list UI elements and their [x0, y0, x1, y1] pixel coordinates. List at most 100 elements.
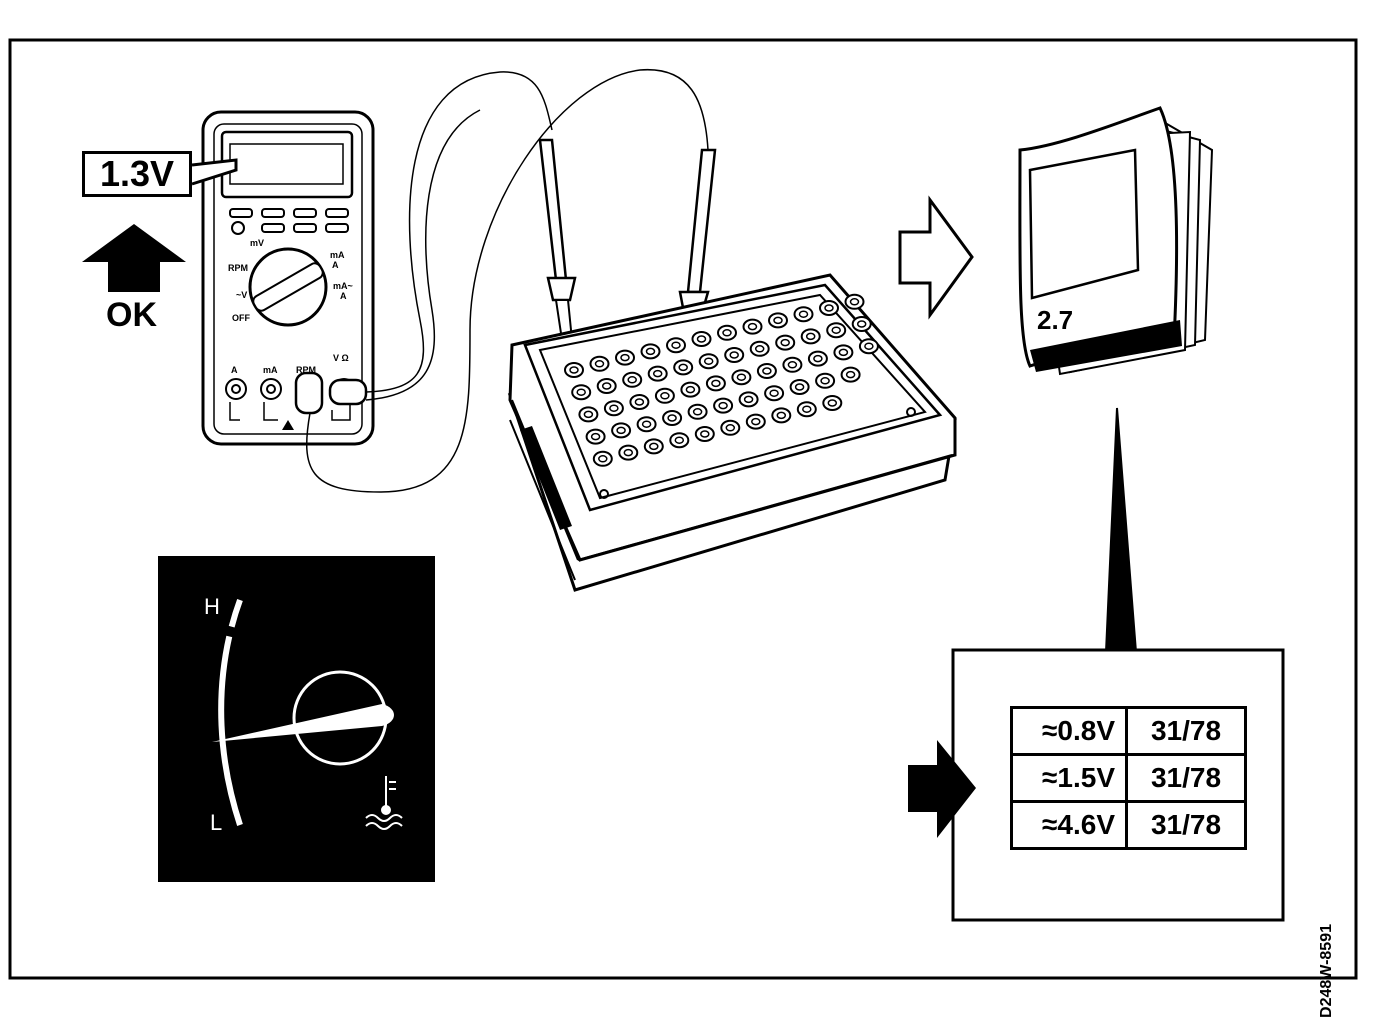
- breakout-socket: [731, 369, 752, 386]
- dial-label-mv: mV: [250, 238, 264, 248]
- breakout-socket-hole: [780, 338, 790, 347]
- breakout-socket-hole: [576, 388, 586, 396]
- breakout-socket-hole: [627, 376, 637, 384]
- jack-label-ma: mA: [263, 365, 278, 375]
- voltage-cell: ≈4.6V: [1010, 800, 1128, 850]
- breakout-socket-hole: [856, 320, 867, 328]
- breakout-socket-hole: [671, 341, 681, 349]
- code-cell: 31/78: [1125, 800, 1247, 850]
- breakout-socket-hole: [820, 377, 830, 385]
- breakout-socket: [640, 343, 661, 360]
- breakout-socket: [673, 359, 694, 376]
- breakout-socket: [789, 379, 810, 395]
- meter-buttons: [229, 208, 349, 235]
- manual-callout-pointer: [1104, 407, 1138, 653]
- breakout-socket: [745, 413, 766, 430]
- breakout-socket-hole: [583, 410, 594, 419]
- breakout-socket-hole: [762, 367, 772, 375]
- breakout-box: [507, 273, 957, 592]
- breakout-socket: [822, 395, 843, 411]
- breakout-socket-hole: [838, 348, 849, 357]
- breakout-socket-hole: [598, 455, 608, 463]
- test-leads: [294, 69, 709, 493]
- breakout-socket-hole: [660, 392, 670, 400]
- breakout-socket: [815, 372, 836, 389]
- figure-frame: [8, 38, 1358, 980]
- breakout-socket-hole: [616, 426, 626, 435]
- jack-label-rpm: RPM: [296, 365, 316, 375]
- breakout-socket-hole: [634, 398, 645, 406]
- breakout-socket: [585, 428, 606, 445]
- breakout-socket-hole: [623, 448, 634, 457]
- breakout-socket-hole: [652, 369, 663, 378]
- breakout-socket-hole: [813, 354, 823, 363]
- breakout-socket-hole: [802, 405, 812, 413]
- coolant-temp-icon: [365, 776, 403, 830]
- breakout-socket-hole: [751, 417, 761, 426]
- breakout-socket-hole: [609, 404, 619, 412]
- breakout-socket-hole: [794, 383, 805, 391]
- breakout-socket-hole: [729, 351, 739, 359]
- breakout-socket: [592, 450, 613, 467]
- breakout-socket-hole: [641, 420, 652, 428]
- breakout-socket-hole: [692, 408, 703, 416]
- breakout-socket-hole: [620, 353, 630, 362]
- breakout-socket: [819, 300, 839, 316]
- breakout-socket: [666, 337, 686, 354]
- breakout-socket-hole: [787, 361, 798, 369]
- breakout-socket: [578, 406, 599, 423]
- breakout-socket: [771, 407, 792, 424]
- voltage-results-table: ≈0.8V 31/78 ≈1.5V 31/78 ≈4.6V 31/78: [1010, 706, 1247, 850]
- breakout-socket-hole: [667, 414, 677, 422]
- code-cell: 31/78: [1125, 706, 1247, 756]
- breakout-socket-hole: [703, 357, 714, 365]
- breakout-socket: [691, 331, 712, 347]
- breakout-socket: [782, 356, 803, 373]
- dial-label-ma: mA: [330, 250, 345, 260]
- voltage-cell: ≈0.8V: [1010, 706, 1128, 756]
- breakout-socket: [629, 394, 650, 410]
- gauge-low-label: L: [210, 810, 223, 835]
- breakout-socket-hole: [827, 399, 838, 407]
- dial-label-v: ~V: [236, 290, 247, 300]
- service-manual: [1018, 106, 1214, 376]
- breakout-socket: [844, 293, 865, 310]
- dial-label-a-bottom: A: [340, 291, 347, 301]
- breakout-socket: [618, 444, 639, 461]
- breakout-socket-hole: [590, 432, 601, 441]
- breakout-socket-hole: [685, 385, 696, 394]
- breakout-socket: [742, 318, 763, 335]
- breakout-socket-hole: [845, 370, 856, 379]
- breakout-socket-hole: [711, 379, 721, 388]
- table-row: ≈1.5V 31/78: [1010, 753, 1247, 803]
- breakout-socket: [589, 355, 610, 372]
- ok-up-arrow-icon: [82, 224, 186, 292]
- breakout-socket-hole: [736, 373, 747, 381]
- breakout-socket-hole: [864, 342, 874, 350]
- breakout-socket-hole: [849, 298, 860, 306]
- breakout-socket: [603, 400, 624, 417]
- breakout-socket: [611, 422, 632, 439]
- breakout-socket: [749, 340, 770, 357]
- breakout-socket: [647, 365, 668, 382]
- dial-label-a: A: [332, 260, 339, 270]
- breakout-socket: [680, 381, 701, 398]
- breakout-socket-hole: [674, 436, 685, 444]
- breakout-socket-hole: [594, 360, 605, 368]
- breakout-socket-hole: [805, 332, 816, 341]
- breakout-socket: [698, 353, 719, 370]
- outline-right-arrow-icon: [898, 195, 974, 320]
- multimeter: [201, 110, 375, 446]
- breakout-socket-hole: [747, 322, 758, 331]
- breakout-socket-hole: [649, 442, 659, 451]
- breakout-socket-hole: [678, 363, 688, 372]
- table-row: ≈4.6V 31/78: [1010, 800, 1247, 850]
- breakout-socket: [826, 322, 847, 339]
- breakout-socket-hole: [645, 347, 656, 356]
- meter-display: [220, 130, 354, 199]
- breakout-socket: [564, 362, 584, 378]
- breakout-socket: [775, 334, 796, 351]
- ok-label: OK: [106, 296, 157, 334]
- breakout-socket-hole: [743, 395, 754, 404]
- breakout-socket: [796, 401, 817, 418]
